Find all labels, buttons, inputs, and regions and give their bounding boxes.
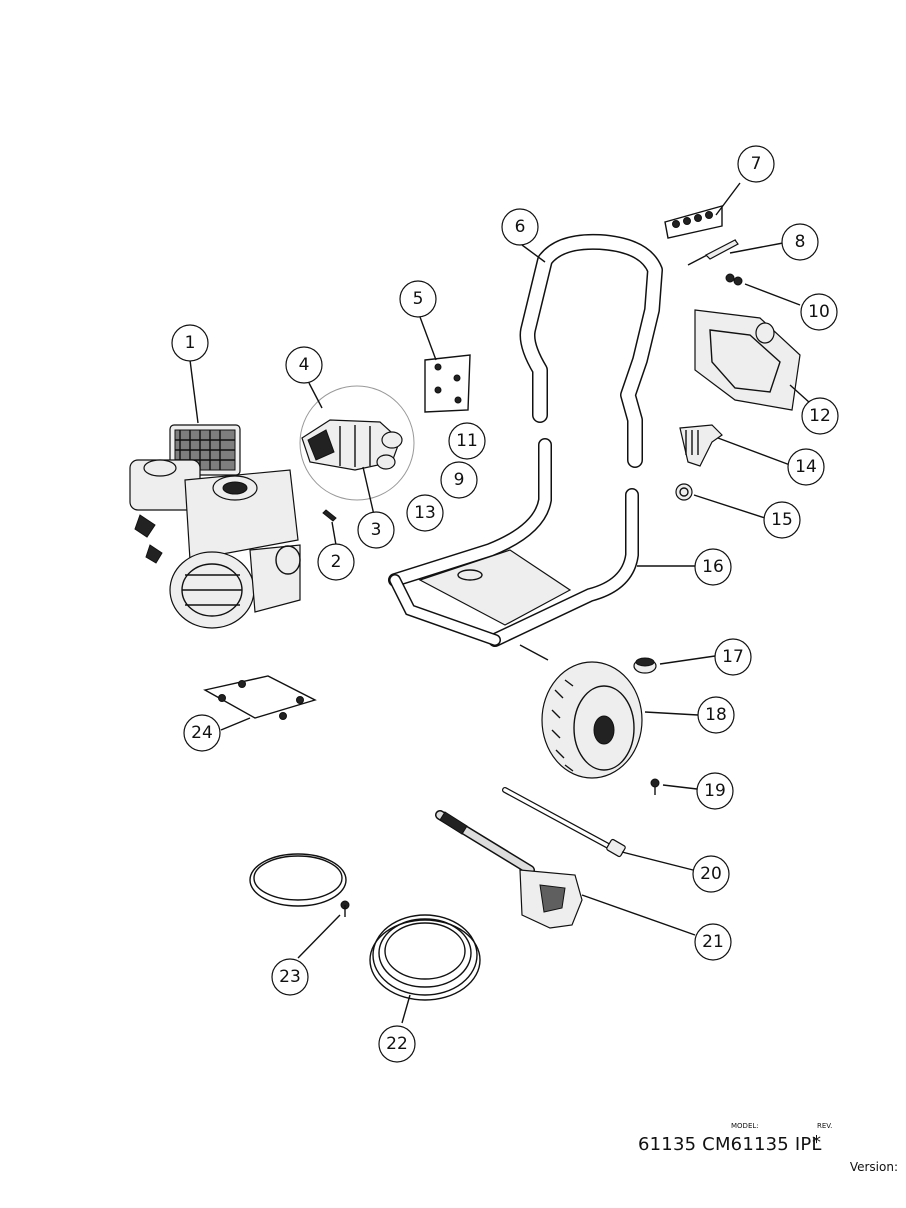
- callout-label: 9: [454, 470, 465, 490]
- hose-part-22: [369, 914, 481, 1001]
- callout-label: 1: [185, 333, 196, 353]
- callout-5: 5: [399, 280, 437, 318]
- callout-4: 4: [285, 346, 323, 384]
- bolt-part-19: [650, 778, 660, 795]
- callout-22: 22: [378, 1025, 416, 1063]
- callout-7: 7: [737, 145, 775, 183]
- callout-24: 24: [183, 714, 221, 752]
- rev-label: REV.: [817, 1122, 833, 1130]
- callout-16: 16: [694, 548, 732, 586]
- callout-label: 15: [771, 510, 793, 530]
- callout-label: 20: [700, 864, 722, 884]
- callout-label: 22: [386, 1034, 408, 1054]
- callout-3: 3: [357, 511, 395, 549]
- callout-label: 4: [299, 355, 310, 375]
- callout-13: 13: [406, 494, 444, 532]
- callout-label: 12: [809, 406, 831, 426]
- wheel-part: [541, 661, 643, 779]
- knob-part-15: [675, 483, 693, 501]
- callout-6: 6: [501, 208, 539, 246]
- callout-label: 2: [331, 552, 342, 572]
- bolts-part-24: [203, 675, 317, 720]
- callout-9: 9: [440, 461, 478, 499]
- key-part: [322, 509, 337, 522]
- callout-15: 15: [763, 501, 801, 539]
- callout-12: 12: [801, 397, 839, 435]
- model-label: MODEL:: [731, 1122, 759, 1130]
- handle-part: [519, 233, 663, 468]
- callout-20: 20: [692, 855, 730, 893]
- frame-part: [388, 438, 639, 661]
- extension-part-20: [502, 787, 626, 858]
- callout-23: 23: [271, 958, 309, 996]
- callout-18: 18: [697, 696, 735, 734]
- title-block: MODEL: REV. 61135 CM61135 IPL * Version:: [638, 1122, 898, 1182]
- screws-part-7: [664, 205, 723, 239]
- callout-11: 11: [448, 422, 486, 460]
- part-10: [725, 273, 743, 286]
- engine-part: [129, 424, 301, 629]
- callout-label: 7: [751, 154, 762, 174]
- callout-label: 24: [191, 723, 213, 743]
- callout-label: 14: [795, 457, 817, 477]
- callout-label: 19: [704, 781, 726, 801]
- callout-label: 13: [414, 503, 436, 523]
- callout-19: 19: [696, 772, 734, 810]
- callout-10: 10: [800, 293, 838, 331]
- callout-2: 2: [317, 543, 355, 581]
- bolts-part-5: [424, 354, 471, 413]
- callout-label: 16: [702, 557, 724, 577]
- callout-label: 11: [456, 431, 478, 451]
- callout-label: 8: [795, 232, 806, 252]
- hose-part-23: [249, 853, 350, 917]
- gun-part: [435, 810, 583, 929]
- callout-label: 6: [515, 217, 526, 237]
- callout-1: 1: [171, 324, 209, 362]
- tie-part-8: [687, 239, 739, 266]
- panel-part-12: [694, 309, 801, 411]
- callout-label: 10: [808, 302, 830, 322]
- callout-21: 21: [694, 923, 732, 961]
- callout-17: 17: [714, 638, 752, 676]
- model-number: 61135 CM61135 IPL: [638, 1134, 822, 1155]
- callout-14: 14: [787, 448, 825, 486]
- callout-label: 18: [705, 705, 727, 725]
- revision-value: *: [812, 1132, 821, 1153]
- callout-label: 23: [279, 967, 301, 987]
- cap-part-17: [633, 657, 657, 674]
- version-label: Version:: [849, 1160, 898, 1174]
- part-14: [679, 424, 723, 467]
- pump-part: [299, 385, 415, 501]
- callout-label: 5: [413, 289, 424, 309]
- callout-8: 8: [781, 223, 819, 261]
- callout-label: 21: [702, 932, 724, 952]
- callout-label: 17: [722, 647, 744, 667]
- callout-label: 3: [371, 520, 382, 540]
